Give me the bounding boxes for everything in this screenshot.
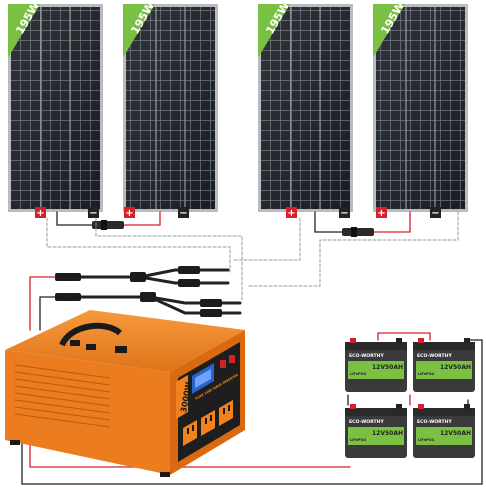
carry-handle <box>59 322 127 353</box>
solar-panel-4: 195W <box>373 0 468 212</box>
battery-capacity: 12V50AH <box>372 430 403 437</box>
ac-outlet[interactable] <box>183 420 197 446</box>
wiring <box>21 211 483 485</box>
battery-brand: ECO-WORTHY <box>417 353 452 359</box>
lcd-display <box>192 363 214 394</box>
battery-chemistry: LiFePO4 <box>350 438 367 442</box>
mc4-connector <box>342 227 374 237</box>
power-switch[interactable] <box>220 360 226 368</box>
svg-text:−: − <box>89 208 97 219</box>
svg-text:−: − <box>179 208 187 219</box>
positive-terminal-icon: + <box>124 207 135 219</box>
svg-text:+: + <box>287 208 295 219</box>
dc-terminal <box>70 340 80 346</box>
svg-text:+: + <box>125 208 133 219</box>
solar-panel-2: 195W <box>123 0 218 212</box>
vent-grill <box>14 364 111 428</box>
negative-terminal-icon: − <box>339 207 350 219</box>
battery-chemistry: LiFePO4 <box>418 438 435 442</box>
battery-brand: ECO-WORTHY <box>417 419 452 425</box>
ac-outlet[interactable] <box>201 410 215 436</box>
battery-chemistry: LiFePO4 <box>418 372 435 376</box>
dc-terminal <box>86 344 96 350</box>
ac-outlet[interactable] <box>219 400 233 426</box>
battery-brand: ECO-WORTHY <box>349 353 384 359</box>
battery-2: ECO-WORTHY 12V50AH LiFePO4 <box>413 338 475 392</box>
panel-wattage-badge: 195W <box>373 0 407 58</box>
mode-switch[interactable] <box>229 355 235 363</box>
svg-text:−: − <box>431 208 439 219</box>
svg-text:+: + <box>36 208 44 219</box>
battery-capacity: 12V50AH <box>440 430 471 437</box>
svg-text:−: − <box>340 208 348 219</box>
battery-capacity: 12V50AH <box>372 364 403 371</box>
battery-4: ECO-WORTHY 12V50AH LiFePO4 <box>413 404 475 458</box>
battery-chemistry: LiFePO4 <box>350 372 367 376</box>
solar-panel-3: 195W <box>258 0 353 212</box>
solar-panel-1: 195W <box>8 0 103 212</box>
positive-terminal-icon: + <box>286 207 297 219</box>
branch-connector-bottom <box>55 292 242 317</box>
svg-text:+: + <box>377 208 385 219</box>
positive-terminal-icon: + <box>35 207 46 219</box>
negative-terminal-icon: − <box>88 207 99 219</box>
negative-terminal-icon: − <box>178 207 189 219</box>
battery-1: ECO-WORTHY 12V50AH LiFePO4 <box>345 338 407 392</box>
branch-connector-top <box>55 266 230 287</box>
positive-terminal-icon: + <box>376 207 387 219</box>
inverter: 3000W PURE SINE WAVE INVERTER <box>5 310 245 477</box>
battery-brand: ECO-WORTHY <box>349 419 384 425</box>
negative-terminal-icon: − <box>430 207 441 219</box>
battery-3: ECO-WORTHY 12V50AH LiFePO4 <box>345 404 407 458</box>
battery-capacity: 12V50AH <box>440 364 471 371</box>
mc4-connector <box>92 220 124 230</box>
